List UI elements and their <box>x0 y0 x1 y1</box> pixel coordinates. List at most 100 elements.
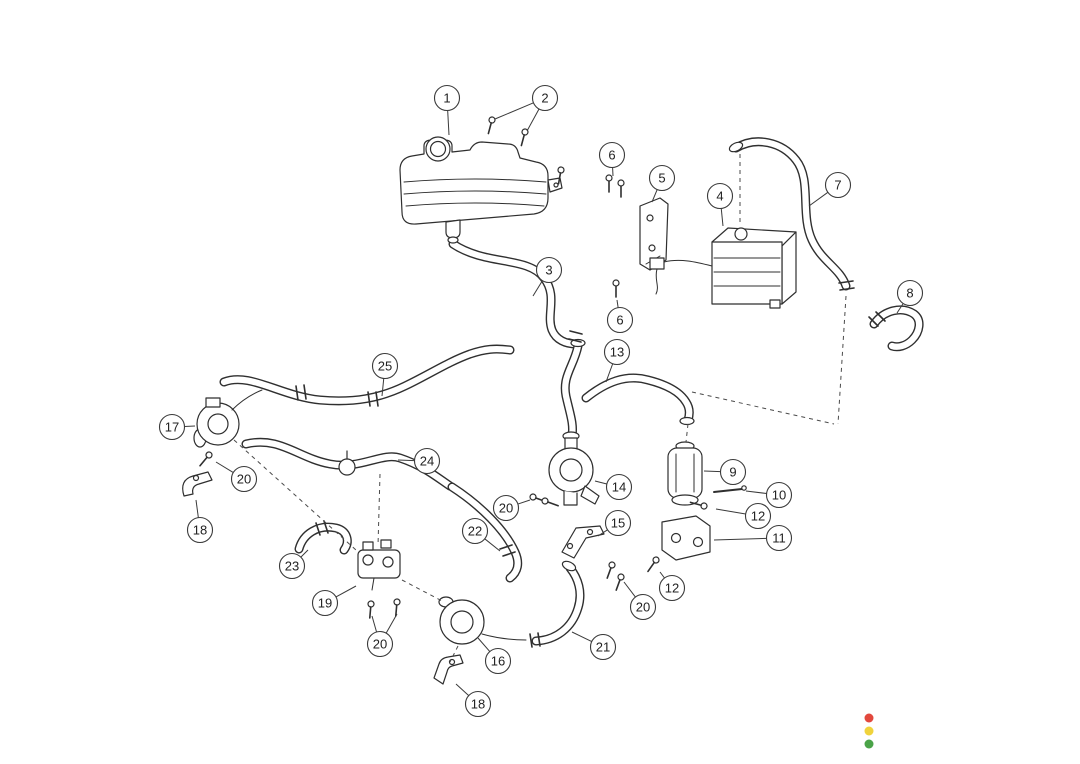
callout-leader <box>397 459 415 462</box>
callout-circle[interactable] <box>278 552 306 580</box>
callout-circle[interactable] <box>605 473 633 501</box>
callout-10[interactable]: 10 <box>745 481 793 509</box>
callout-circle[interactable] <box>484 647 512 675</box>
callout-20[interactable]: 20 <box>215 461 258 493</box>
bracket-15 <box>561 525 605 559</box>
callout-20[interactable]: 20 <box>492 494 531 522</box>
callout-circle[interactable] <box>706 182 734 210</box>
callout-number: 18 <box>471 697 485 712</box>
callout-22[interactable]: 22 <box>461 517 501 552</box>
callout-circle[interactable] <box>598 141 626 169</box>
callout-7[interactable]: 7 <box>808 171 852 207</box>
callout-23[interactable]: 23 <box>278 549 309 580</box>
callout-circle[interactable] <box>589 633 617 661</box>
callout-2[interactable]: 2 <box>494 84 559 132</box>
callout-11[interactable]: 11 <box>713 524 793 552</box>
callout-18[interactable]: 18 <box>186 499 214 544</box>
callout-13[interactable]: 13 <box>603 338 631 383</box>
callout-12[interactable]: 12 <box>658 571 686 602</box>
valve-19 <box>357 539 401 591</box>
callout-circle[interactable] <box>492 494 520 522</box>
callout-3[interactable]: 3 <box>532 256 563 297</box>
callout-circle[interactable] <box>896 279 924 307</box>
hose-clamps <box>295 280 886 648</box>
callout-number: 6 <box>608 148 615 163</box>
callout-circle[interactable] <box>461 517 489 545</box>
callout-leader <box>455 683 470 696</box>
callout-circle[interactable] <box>413 447 441 475</box>
callout-circle[interactable] <box>158 413 186 441</box>
callout-number: 22 <box>468 524 482 539</box>
callout-circle[interactable] <box>629 593 657 621</box>
callout-number: 4 <box>716 189 723 204</box>
callout-number: 20 <box>636 600 650 615</box>
callout-circle[interactable] <box>230 465 258 493</box>
callout-circle[interactable] <box>464 690 492 718</box>
callout-circle[interactable] <box>606 306 634 334</box>
callout-circle[interactable] <box>744 502 772 530</box>
callout-circle[interactable] <box>433 84 461 112</box>
callout-circle[interactable] <box>824 171 852 199</box>
callout-20[interactable]: 20 <box>366 613 398 658</box>
callout-21[interactable]: 21 <box>571 631 617 661</box>
callout-circle[interactable] <box>535 256 563 284</box>
pin-10 <box>713 485 747 493</box>
callout-number: 7 <box>834 178 841 193</box>
status-dots <box>864 713 874 749</box>
callout-leader <box>195 499 199 518</box>
callout-9[interactable]: 9 <box>703 458 747 486</box>
callout-number: 11 <box>772 531 786 546</box>
callout-number: 18 <box>193 523 207 538</box>
callout-number: 2 <box>541 91 548 106</box>
callout-circle[interactable] <box>719 458 747 486</box>
callout-circle[interactable] <box>366 630 394 658</box>
callout-circle[interactable] <box>311 589 339 617</box>
callout-16[interactable]: 16 <box>477 637 512 675</box>
bracket-11 <box>661 515 711 561</box>
callout-number: 17 <box>165 420 179 435</box>
callout-leader <box>594 480 607 485</box>
callout-circle[interactable] <box>658 574 686 602</box>
callout-number: 19 <box>318 596 332 611</box>
callout-circle[interactable] <box>765 524 793 552</box>
callout-5[interactable]: 5 <box>648 164 676 203</box>
callout-1[interactable]: 1 <box>433 84 461 136</box>
callout-6[interactable]: 6 <box>598 141 626 177</box>
callout-25[interactable]: 25 <box>371 352 399 397</box>
callout-number: 1 <box>443 91 450 106</box>
callout-number: 14 <box>612 480 626 495</box>
callout-leader <box>477 637 491 652</box>
bolts-6 <box>605 174 625 298</box>
callout-circle[interactable] <box>186 516 214 544</box>
callout-number: 23 <box>285 559 299 574</box>
callout-12[interactable]: 12 <box>715 502 772 530</box>
callout-circle[interactable] <box>604 509 632 537</box>
dashed-link <box>233 439 357 551</box>
callout-circle[interactable] <box>371 352 399 380</box>
callout-number: 16 <box>491 654 505 669</box>
hose-25 <box>224 349 510 401</box>
callout-circle[interactable] <box>531 84 559 112</box>
pump-17 <box>193 389 263 448</box>
callout-leader <box>371 615 378 633</box>
callout-8[interactable]: 8 <box>896 279 924 314</box>
callout-leader <box>335 585 357 598</box>
callout-18[interactable]: 18 <box>455 683 492 718</box>
heater-unit <box>711 227 797 309</box>
callout-19[interactable]: 19 <box>311 585 357 617</box>
callout-6[interactable]: 6 <box>606 299 634 334</box>
callout-20[interactable]: 20 <box>623 581 657 621</box>
callout-15[interactable]: 15 <box>597 509 632 537</box>
callout-17[interactable]: 17 <box>158 413 196 441</box>
callout-4[interactable]: 4 <box>706 182 734 227</box>
callout-leader <box>215 461 234 473</box>
callout-number: 24 <box>420 454 434 469</box>
callout-circle[interactable] <box>765 481 793 509</box>
callout-14[interactable]: 14 <box>594 473 633 501</box>
callout-circle[interactable] <box>648 164 676 192</box>
hose-7 <box>728 140 846 286</box>
callout-24[interactable]: 24 <box>397 447 441 475</box>
callout-circle[interactable] <box>603 338 631 366</box>
